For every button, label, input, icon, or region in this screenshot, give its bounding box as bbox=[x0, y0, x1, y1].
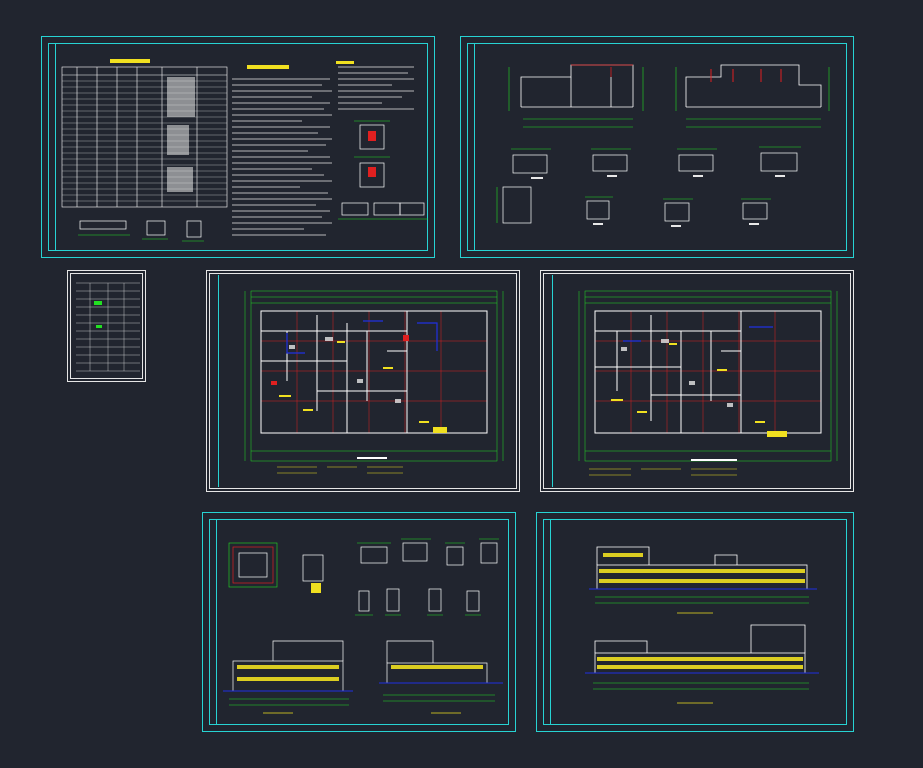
title-strip bbox=[211, 275, 219, 487]
drawing-canvas bbox=[578, 290, 838, 476]
sheet-frame bbox=[467, 43, 847, 251]
title-strip bbox=[467, 43, 475, 251]
sheet-details-elevations[interactable] bbox=[202, 512, 516, 732]
drawing-canvas bbox=[61, 59, 428, 242]
sheet-main-elevations[interactable] bbox=[536, 512, 854, 732]
title-strip bbox=[543, 519, 551, 725]
drawing-canvas bbox=[585, 546, 819, 704]
title-strip bbox=[545, 275, 553, 487]
drawing-canvas bbox=[496, 64, 830, 227]
sheet-floor-plan-1[interactable] bbox=[206, 270, 520, 492]
title-strip bbox=[209, 519, 217, 725]
sheet-small-table[interactable] bbox=[67, 270, 146, 382]
sheet-frame bbox=[209, 273, 517, 489]
sheet-door-window-schedule[interactable] bbox=[41, 36, 435, 258]
title-strip bbox=[48, 43, 56, 251]
sheet-floor-plan-2[interactable] bbox=[540, 270, 854, 492]
sheet-frame bbox=[70, 273, 143, 379]
drawing-canvas bbox=[223, 538, 503, 714]
sheet-frame bbox=[543, 273, 851, 489]
sheet-frame bbox=[48, 43, 428, 251]
sheet-sections-details[interactable] bbox=[460, 36, 854, 258]
drawing-canvas bbox=[76, 282, 140, 372]
sheet-frame bbox=[209, 519, 509, 725]
sheet-frame bbox=[543, 519, 847, 725]
drawing-canvas bbox=[244, 290, 504, 474]
